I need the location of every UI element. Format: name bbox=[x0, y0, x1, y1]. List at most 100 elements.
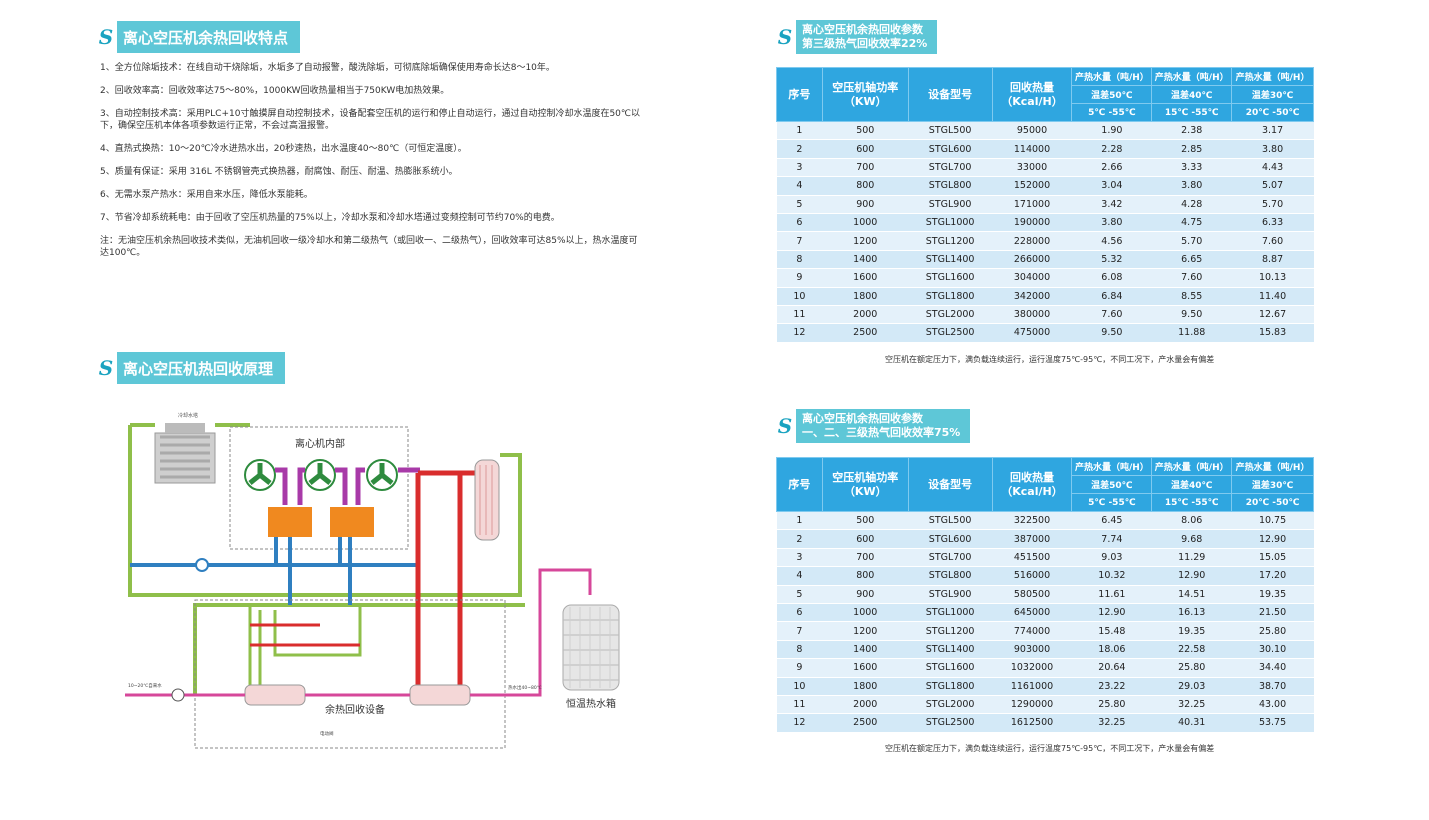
col-heat: 回收热量（Kcal/H） bbox=[991, 457, 1073, 512]
table-cell: 11 bbox=[776, 695, 823, 715]
table-cell: 600 bbox=[822, 139, 909, 159]
table-cell: 25.80 bbox=[1231, 621, 1314, 641]
feature-item: 4、直热式换热：10～20℃冷水进热水出，20秒速热，出水温度40～80℃（可恒… bbox=[100, 144, 467, 154]
table-cell: 16.13 bbox=[1151, 603, 1232, 623]
table-cell: 6 bbox=[776, 603, 823, 623]
col-water: 产热水量（吨/H） bbox=[1151, 457, 1233, 476]
col-diff: 温差50℃ bbox=[1071, 85, 1153, 104]
brand-logo-icon: S bbox=[774, 409, 796, 443]
table-cell: 5.70 bbox=[1151, 231, 1232, 251]
col-water: 产热水量（吨/H） bbox=[1231, 67, 1314, 86]
table-cell: 2 bbox=[776, 139, 823, 159]
table-cell: STGL800 bbox=[908, 176, 993, 196]
col-range: 5℃ -55℃ bbox=[1071, 103, 1153, 122]
feature-item: 5、质量有保证：采用 316L 不锈钢管壳式换热器，耐腐蚀、耐压、耐温、热膨胀系… bbox=[100, 167, 458, 177]
table-cell: 40.31 bbox=[1151, 713, 1232, 733]
table-cell: 8 bbox=[776, 640, 823, 660]
col-no: 序号 bbox=[776, 67, 823, 122]
feature-item: 2、回收效率高：回收效率达75～80%，1000KW回收热量相当于750KW电加… bbox=[100, 86, 450, 96]
table-cell: 3.80 bbox=[1231, 139, 1314, 159]
table-cell: STGL2000 bbox=[908, 695, 993, 715]
table-cell: 2.38 bbox=[1151, 121, 1232, 141]
table-cell: STGL1600 bbox=[908, 268, 993, 288]
table-cell: 12 bbox=[776, 713, 823, 733]
table-cell: 9.68 bbox=[1151, 529, 1232, 549]
table-cell: 9 bbox=[776, 658, 823, 678]
table-cell: 6 bbox=[776, 213, 823, 233]
brand-logo-icon: S bbox=[95, 21, 117, 53]
table-cell: 2000 bbox=[822, 695, 909, 715]
col-diff: 温差30℃ bbox=[1231, 475, 1314, 494]
section-title: 离心空压机余热回收特点 bbox=[123, 28, 289, 47]
table-cell: 1200 bbox=[822, 231, 909, 251]
equipment-label: 余热回收设备 bbox=[325, 703, 385, 716]
table-cell: STGL700 bbox=[908, 158, 993, 178]
table-cell: 10 bbox=[776, 677, 823, 696]
table-cell: 5.07 bbox=[1231, 176, 1314, 196]
table-cell: 4 bbox=[776, 176, 823, 196]
feature-item: 6、无需水泵产热水：采用自来水压，降低水泵能耗。 bbox=[100, 190, 313, 200]
col-range: 15℃ -55℃ bbox=[1151, 103, 1233, 122]
table-cell: STGL600 bbox=[908, 529, 993, 549]
col-power: 空压机轴功率（KW） bbox=[821, 67, 909, 122]
table-cell: 8 bbox=[776, 250, 823, 270]
table-cell: 190000 bbox=[992, 213, 1072, 233]
table-cell: 171000 bbox=[992, 195, 1072, 214]
table-cell: 304000 bbox=[992, 268, 1072, 288]
table-cell: 9.03 bbox=[1071, 548, 1152, 568]
col-diff: 温差40℃ bbox=[1151, 475, 1233, 494]
exchanger-2 bbox=[409, 684, 471, 706]
table-cell: 1800 bbox=[822, 287, 909, 306]
table-cell: 38.70 bbox=[1231, 677, 1314, 696]
fan-icon bbox=[304, 459, 336, 491]
table-cell: 6.45 bbox=[1071, 511, 1152, 531]
table-cell: 6.08 bbox=[1071, 268, 1152, 288]
table-cell: 12.90 bbox=[1151, 566, 1232, 586]
diagram-label: 冷却水塔 bbox=[178, 412, 198, 419]
feature-item: 1、全方位除垢技术：在线自动干烧除垢，水垢多了自动报警，酸洗除垢，可彻底除垢确保… bbox=[100, 63, 555, 73]
table-cell: 9 bbox=[776, 268, 823, 288]
table-cell: 2.28 bbox=[1071, 139, 1152, 159]
inner-label: 离心机内部 bbox=[295, 437, 345, 450]
table-cell: 11 bbox=[776, 305, 823, 325]
col-power: 空压机轴功率（KW） bbox=[821, 457, 909, 512]
table-cell: 1 bbox=[776, 121, 823, 141]
table-cell: 3.80 bbox=[1151, 176, 1232, 196]
section-title: 离心空压机热回收原理 bbox=[123, 359, 274, 378]
pump-icon bbox=[195, 558, 209, 572]
table-cell: 43.00 bbox=[1231, 695, 1314, 715]
table-cell: 3.33 bbox=[1151, 158, 1232, 178]
table-cell: 12.90 bbox=[1231, 529, 1314, 549]
table-cell: STGL2000 bbox=[908, 305, 993, 325]
table-cell: 2500 bbox=[822, 323, 909, 343]
table-cell: 21.50 bbox=[1231, 603, 1314, 623]
table-cell: 6.65 bbox=[1151, 250, 1232, 270]
table2-footnote: 空压机在额定压力下，满负载连续运行，运行温度75℃-95℃，不同工况下，产水量会… bbox=[885, 744, 1215, 753]
table-cell: 11.88 bbox=[1151, 323, 1232, 343]
col-model: 设备型号 bbox=[907, 67, 993, 122]
table-cell: 7.60 bbox=[1231, 231, 1314, 251]
feature-item: 7、节省冷却系统耗电：由于回收了空压机热量的75%以上，冷却水泵和冷却水塔通过变… bbox=[100, 213, 560, 223]
table-cell: 500 bbox=[822, 121, 909, 141]
table-cell: 3.17 bbox=[1231, 121, 1314, 141]
table-cell: 1400 bbox=[822, 250, 909, 270]
table-cell: 53.75 bbox=[1231, 713, 1314, 733]
brand-logo-icon: S bbox=[774, 20, 796, 54]
water-tank-icon bbox=[562, 604, 620, 691]
table-cell: 500 bbox=[822, 511, 909, 531]
feature-list: 1、全方位除垢技术：在线自动干烧除垢，水垢多了自动报警，酸洗除垢，可彻底除垢确保… bbox=[100, 62, 640, 259]
table-cell: STGL1800 bbox=[908, 677, 993, 696]
diagram-label: 10~20℃自来水 bbox=[128, 682, 162, 689]
table-cell: 900 bbox=[822, 195, 909, 214]
table-cell: 800 bbox=[822, 176, 909, 196]
table-cell: STGL1400 bbox=[908, 640, 993, 660]
table1-title: 离心空压机余热回收参数 第三级热气回收效率22% bbox=[802, 23, 927, 51]
fan-icon bbox=[366, 459, 398, 491]
